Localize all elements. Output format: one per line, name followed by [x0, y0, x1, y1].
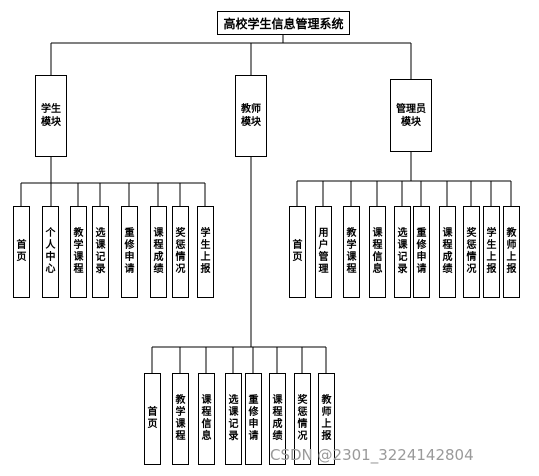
- teacher-child-node: 首页: [144, 373, 161, 465]
- admin-child-label: 教师上报: [506, 228, 517, 275]
- teacher-child-node: 教师上报: [318, 373, 335, 465]
- student-child-label: 重修申请: [124, 228, 135, 275]
- admin-child-label: 课程信息: [372, 228, 383, 275]
- admin-child-node: 课程信息: [369, 206, 386, 298]
- admin-child-node: 学生上报: [483, 206, 500, 298]
- student-module-title: 学生模块: [41, 104, 61, 128]
- student-child-node: 教学课程: [70, 206, 87, 298]
- teacher-child-node: 课程成绩: [269, 373, 286, 465]
- student-child-label: 奖惩情况: [175, 228, 186, 275]
- teacher-child-label: 重修申请: [248, 395, 259, 442]
- admin-child-node: 教师上报: [503, 206, 520, 298]
- admin-child-label: 课程成绩: [442, 228, 453, 275]
- admin-child-label: 用户管理: [318, 228, 329, 275]
- admin-child-node: 首页: [289, 206, 306, 298]
- admin-child-node: 奖惩情况: [463, 206, 480, 298]
- student-child-node: 重修申请: [121, 206, 138, 298]
- teacher-child-label: 选课记录: [228, 395, 239, 442]
- teacher-child-label: 教师上报: [321, 395, 332, 442]
- teacher-child-label: 课程成绩: [272, 395, 283, 442]
- student-child-label: 选课记录: [95, 228, 106, 275]
- teacher-child-label: 课程信息: [201, 395, 212, 442]
- teacher-child-label: 首页: [147, 407, 158, 430]
- teacher-child-label: 奖惩情况: [297, 395, 308, 442]
- admin-child-node: 重修申请: [413, 206, 430, 298]
- admin-child-node: 用户管理: [315, 206, 332, 298]
- admin-child-label: 重修申请: [416, 228, 427, 275]
- root-title: 高校学生信息管理系统: [223, 16, 344, 31]
- student-child-node: 选课记录: [92, 206, 109, 298]
- student-child-label: 学生上报: [200, 228, 211, 275]
- teacher-child-node: 教学课程: [172, 373, 189, 465]
- watermark-text: CSDN @2301_3224142804: [270, 446, 474, 464]
- admin-child-label: 首页: [292, 240, 303, 263]
- admin-module-title: 管理员模块: [396, 103, 426, 128]
- student-child-node: 奖惩情况: [172, 206, 189, 298]
- teacher-module-node: 教师模块: [235, 75, 267, 157]
- student-module-node: 学生模块: [35, 75, 67, 157]
- student-child-label: 教学课程: [73, 228, 84, 275]
- root-node: 高校学生信息管理系统: [217, 11, 350, 35]
- admin-child-label: 教学课程: [346, 228, 357, 275]
- student-child-label: 课程成绩: [153, 228, 164, 275]
- admin-child-label: 学生上报: [486, 228, 497, 275]
- teacher-child-node: 奖惩情况: [294, 373, 311, 465]
- student-child-node: 个人中心: [42, 206, 59, 298]
- admin-child-node: 选课记录: [394, 206, 411, 298]
- student-child-node: 学生上报: [197, 206, 214, 298]
- admin-child-label: 奖惩情况: [466, 228, 477, 275]
- admin-child-label: 选课记录: [397, 228, 408, 275]
- teacher-child-node: 课程信息: [198, 373, 215, 465]
- admin-module-node: 管理员模块: [390, 79, 432, 152]
- student-child-node: 课程成绩: [150, 206, 167, 298]
- admin-child-node: 教学课程: [343, 206, 360, 298]
- student-child-label: 首页: [16, 240, 27, 263]
- teacher-child-node: 重修申请: [245, 373, 262, 465]
- teacher-module-title: 教师模块: [241, 104, 261, 128]
- teacher-child-node: 选课记录: [225, 373, 242, 465]
- admin-child-node: 课程成绩: [439, 206, 456, 298]
- student-child-label: 个人中心: [45, 228, 56, 275]
- teacher-child-label: 教学课程: [175, 395, 186, 442]
- student-child-node: 首页: [13, 206, 30, 298]
